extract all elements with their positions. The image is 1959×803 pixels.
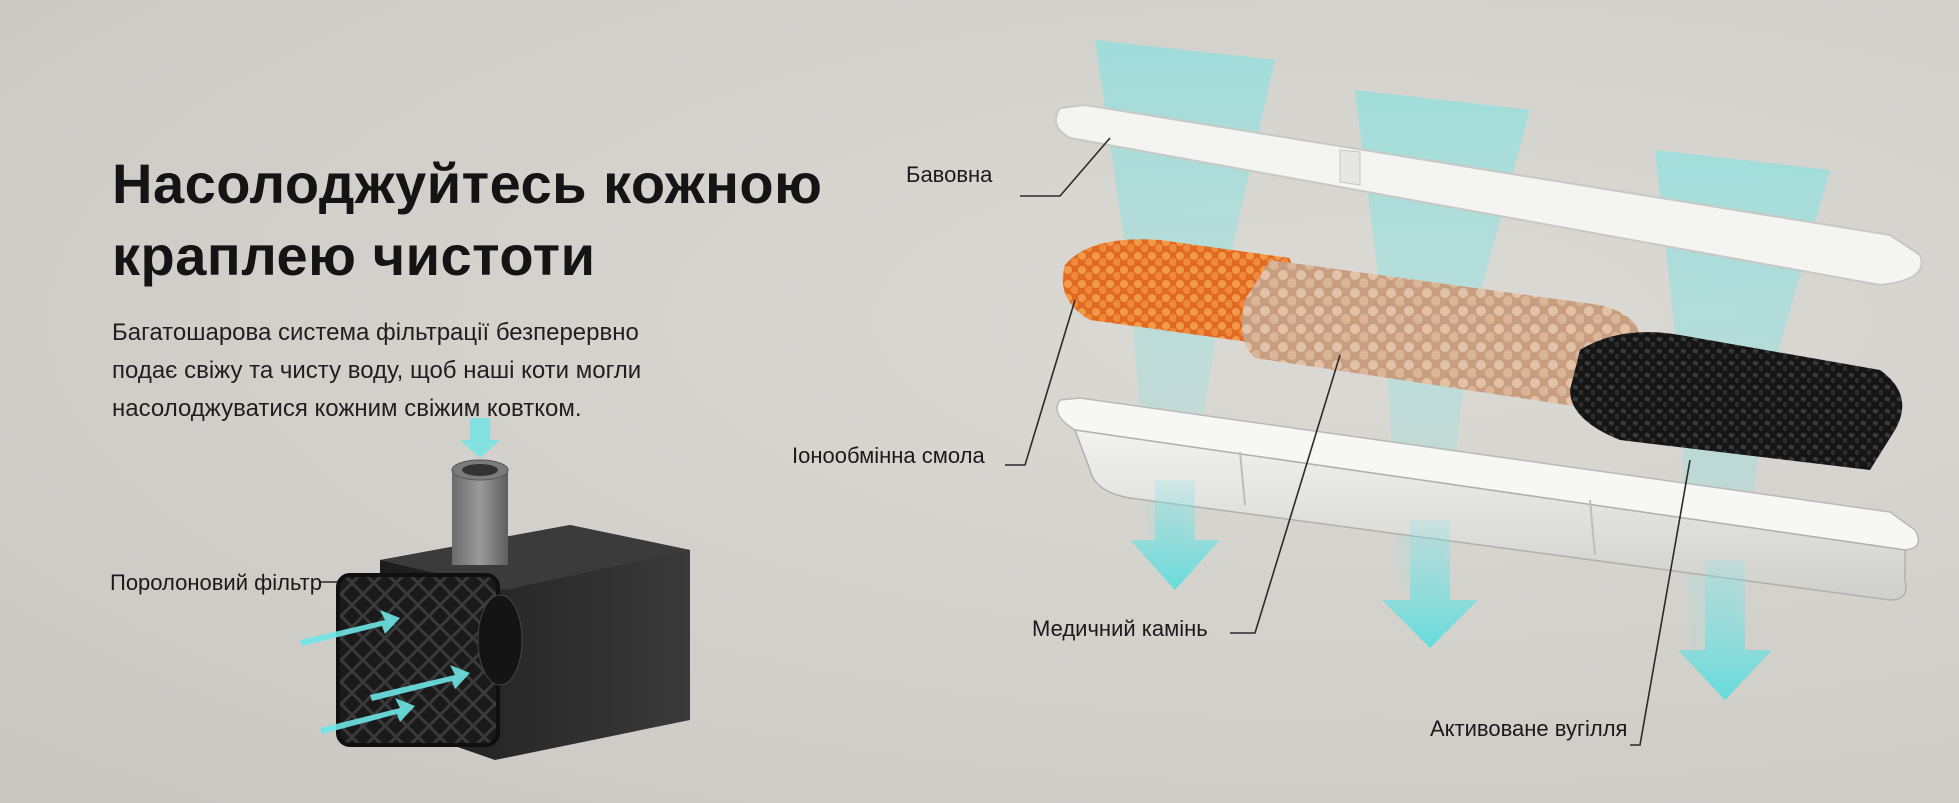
- label-foam-filter: Поролоновий фільтр: [110, 570, 322, 595]
- activated-carbon-layer: [1570, 332, 1903, 470]
- label-cotton: Бавовна: [906, 162, 993, 187]
- description-line-1: Багатошарова система фільтрації безперер…: [112, 319, 639, 346]
- filter-media: [1062, 239, 1903, 470]
- inflow-arrow-icon: [300, 610, 400, 646]
- inflow-arrow-icon: [320, 698, 415, 734]
- water-out-arrows: [1130, 480, 1772, 700]
- label-activated-carbon: Активоване вугілля: [1430, 716, 1628, 741]
- outflow-arrow-icon: [460, 418, 500, 458]
- description-line-2: подає свіжу та чисту воду, щоб наші коти…: [112, 357, 642, 384]
- page-title: Насолоджуйтесь кожною краплею чистоти: [112, 148, 872, 292]
- title-line-2: краплею чистоти: [112, 224, 596, 287]
- pump: [300, 418, 690, 760]
- description: Багатошарова система фільтрації безперер…: [112, 314, 752, 428]
- label-medical-stone: Медичний камінь: [1032, 616, 1208, 641]
- cotton-pad: [1054, 103, 1923, 287]
- label-leader-lines: [320, 137, 1691, 746]
- inflow-arrow-icon: [370, 665, 470, 701]
- filter-tray: [1056, 397, 1920, 601]
- title-line-1: Насолоджуйтесь кожною: [112, 152, 823, 215]
- pump-outlet-pipe: [452, 470, 508, 565]
- label-ion-exchange-resin: Іонообмінна смола: [792, 443, 985, 468]
- description-line-3: насолоджуватися кожним свіжим ковтком.: [112, 395, 582, 422]
- medical-stone-layer: [1241, 260, 1640, 410]
- ion-exchange-resin-layer: [1062, 239, 1293, 345]
